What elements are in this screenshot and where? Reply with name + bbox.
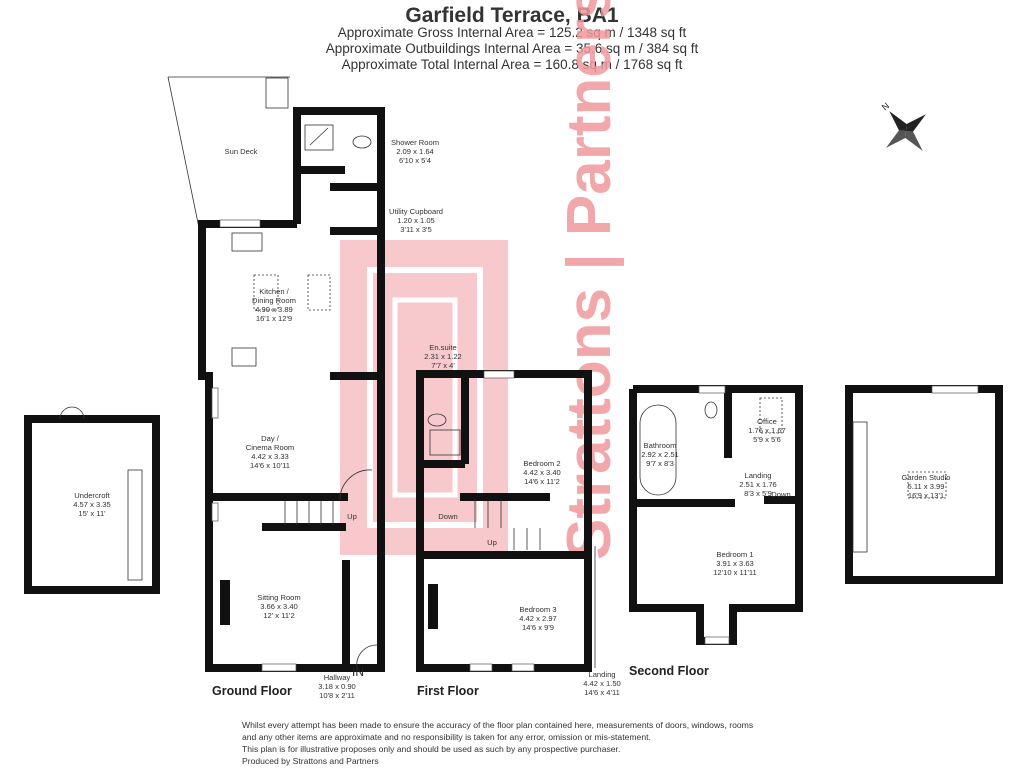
room-dimension: 14'6 x 4'11 xyxy=(584,688,620,697)
room-name: Kitchen / xyxy=(259,287,289,296)
ground-floor-plan xyxy=(198,107,385,672)
gross-area: Approximate Gross Internal Area = 125.2 … xyxy=(337,25,687,40)
room-dimension: 16'9 x 13'1 xyxy=(908,491,944,500)
second-floor-plan xyxy=(629,385,803,645)
first-floor-plan xyxy=(416,370,596,672)
room-name: Sitting Room xyxy=(257,593,300,602)
room-dimension: 10'8 x 2'11 xyxy=(319,691,355,700)
room-name: Bedroom 2 xyxy=(523,459,560,468)
room-dimension: 7'7 x 4' xyxy=(431,361,455,370)
undercroft-plan xyxy=(24,415,160,594)
room-dimension: 1.20 x 1.05 xyxy=(397,216,435,225)
room-dimension: 4.42 x 3.40 xyxy=(523,468,561,477)
room-name: Bedroom 3 xyxy=(519,605,556,614)
stairs-up-label: Up xyxy=(347,512,357,521)
room-dimension: 3.66 x 3.40 xyxy=(260,602,298,611)
room-label-sun-deck: Sun Deck xyxy=(225,147,258,156)
room-name: Undercroft xyxy=(74,491,110,500)
room-dimension: 4.42 x 3.33 xyxy=(251,452,289,461)
garden-studio-plan xyxy=(845,385,1003,584)
disclaimer: Whilst every attempt has been made to en… xyxy=(242,719,753,767)
room-dimension: 12'10 x 11'11 xyxy=(713,568,757,577)
stairs-down-label-second: Down xyxy=(771,490,790,499)
room-dimension: 1.76 x 1.67 xyxy=(748,426,786,435)
room-dimension: 3.18 x 0.90 xyxy=(318,682,356,691)
room-dimension: 14'6 x 10'11 xyxy=(250,461,290,470)
compass-icon: N xyxy=(880,101,926,151)
room-name: Day / xyxy=(261,434,280,443)
room-dimension: 2.09 x 1.64 xyxy=(396,147,434,156)
disclaimer-line: This plan is for illustrative proposes o… xyxy=(242,744,621,754)
room-dimension: 8'3 x 5'9 xyxy=(744,489,772,498)
room-dimension: 9'7 x 8'3 xyxy=(646,459,674,468)
room-name: Bedroom 1 xyxy=(716,550,753,559)
total-area: Approximate Total Internal Area = 160.8 … xyxy=(341,57,683,72)
stairs-down-label: Down xyxy=(438,512,457,521)
first-floor-label: First Floor xyxy=(417,684,479,698)
room-dimension: 14'6 x 11'2 xyxy=(524,477,560,486)
room-name: Hallway xyxy=(324,673,351,682)
room-dimension: 2.51 x 1.76 xyxy=(739,480,777,489)
stairs-up-label-first: Up xyxy=(487,538,497,547)
ground-floor-label: Ground Floor xyxy=(212,684,292,698)
room-name: Bathroom xyxy=(644,441,677,450)
room-name: Landing xyxy=(744,471,771,480)
entrance-label: IN xyxy=(352,665,364,679)
room-dimension: 2.31 x 1.22 xyxy=(424,352,462,361)
disclaimer-line: Whilst every attempt has been made to en… xyxy=(242,720,754,730)
room-dimension: Dining Room xyxy=(252,296,296,305)
produced-by: Produced by Strattons and Partners xyxy=(242,756,379,766)
room-name: Sun Deck xyxy=(225,147,258,156)
room-dimension: 16'1 x 12'9 xyxy=(256,314,292,323)
disclaimer-line: and any other items are approximate and … xyxy=(242,732,651,742)
room-dimension: 3'11 x 3'5 xyxy=(400,225,431,234)
plan-title: Garfield Terrace, BA1 xyxy=(405,4,619,27)
room-dimension: 5'9 x 5'6 xyxy=(753,435,781,444)
room-dimension: Cinema Room xyxy=(246,443,295,452)
room-dimension: 2.92 x 2.51 xyxy=(641,450,679,459)
room-dimension: 4.42 x 2.97 xyxy=(519,614,557,623)
room-dimension: 4.90 x 3.89 xyxy=(255,305,293,314)
outbuildings-area: Approximate Outbuildings Internal Area =… xyxy=(325,41,699,56)
room-name: Office xyxy=(757,417,777,426)
room-name: Utility Cupboard xyxy=(389,207,443,216)
room-dimension: 4.57 x 3.35 xyxy=(73,500,111,509)
room-dimension: 14'6 x 9'9 xyxy=(522,623,554,632)
room-dimension: 12' x 11'2 xyxy=(263,611,294,620)
room-dimension: 3.91 x 3.63 xyxy=(716,559,754,568)
room-name: Garden Studio xyxy=(902,473,951,482)
compass-north-label: N xyxy=(880,101,891,113)
room-name: Shower Room xyxy=(391,138,439,147)
room-dimension: 15' x 11' xyxy=(78,509,106,518)
room-name: Landing xyxy=(588,670,615,679)
room-dimension: 5.11 x 3.99 xyxy=(907,482,944,491)
room-dimension: 6'10 x 5'4 xyxy=(399,156,431,165)
room-name: En.suite xyxy=(429,343,456,352)
second-floor-label: Second Floor xyxy=(629,664,709,678)
room-dimension: 4.42 x 1.50 xyxy=(583,679,621,688)
